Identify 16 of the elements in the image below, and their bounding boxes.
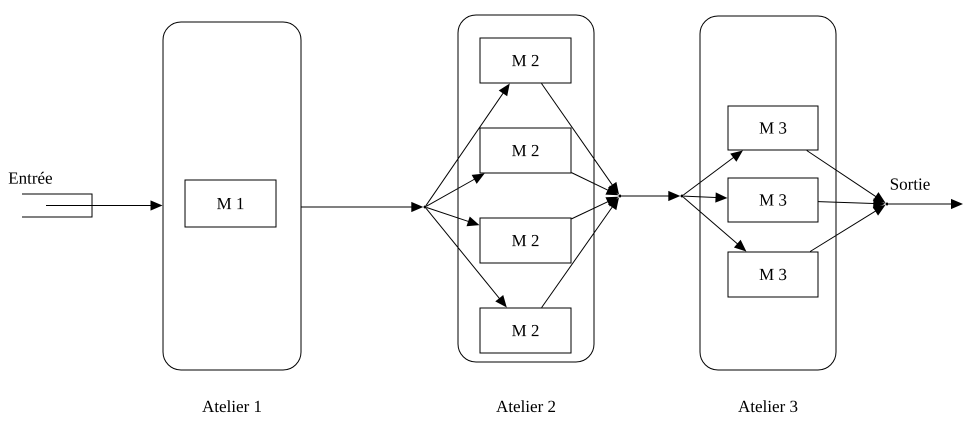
machine-box: M 3 [728,106,818,150]
machine-box: M 2 [480,128,572,174]
machine-box: M 3 [728,252,818,298]
machine-box: M 2 [480,308,572,354]
workshop-label: Atelier 1 [202,400,261,412]
machine-box: M 3 [728,178,818,222]
junction-point [618,194,622,198]
input-label: Entrée [8,172,52,184]
machine-box: M 2 [480,38,572,84]
machine-box: M 1 [184,180,276,228]
junction-point [424,206,426,208]
workshop-label: Atelier 3 [738,400,798,412]
junction-point [680,194,684,198]
machine-box: M 2 [480,218,572,264]
workshop-label: Atelier 2 [496,400,556,412]
output-label: Sortie [890,178,930,190]
